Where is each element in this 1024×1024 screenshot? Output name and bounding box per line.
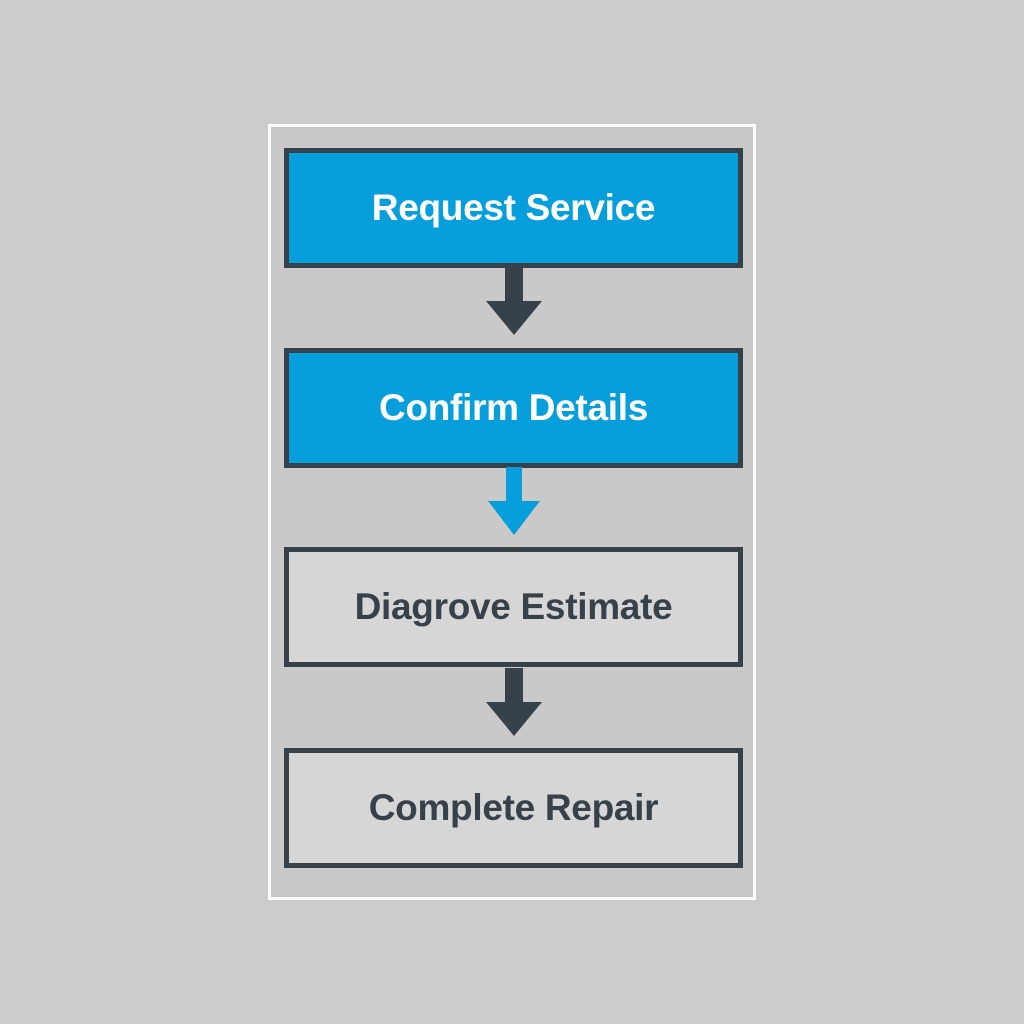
- step-confirm-details[interactable]: Confirm Details: [284, 348, 743, 468]
- arrow-down-icon: [483, 668, 545, 740]
- step-diagrove-estimate[interactable]: Diagrove Estimate: [284, 547, 743, 667]
- step-complete-repair[interactable]: Complete Repair: [284, 748, 743, 868]
- step-request-service[interactable]: Request Service: [284, 148, 743, 268]
- arrow-down-icon: [483, 267, 545, 339]
- process-flow-frame: Request Service Confirm Details Diagrove…: [268, 124, 756, 900]
- step-label: Confirm Details: [379, 387, 648, 428]
- arrow-down-icon: [483, 467, 545, 539]
- step-label: Diagrove Estimate: [354, 586, 673, 627]
- step-label: Request Service: [371, 187, 656, 228]
- step-label: Complete Repair: [368, 787, 659, 828]
